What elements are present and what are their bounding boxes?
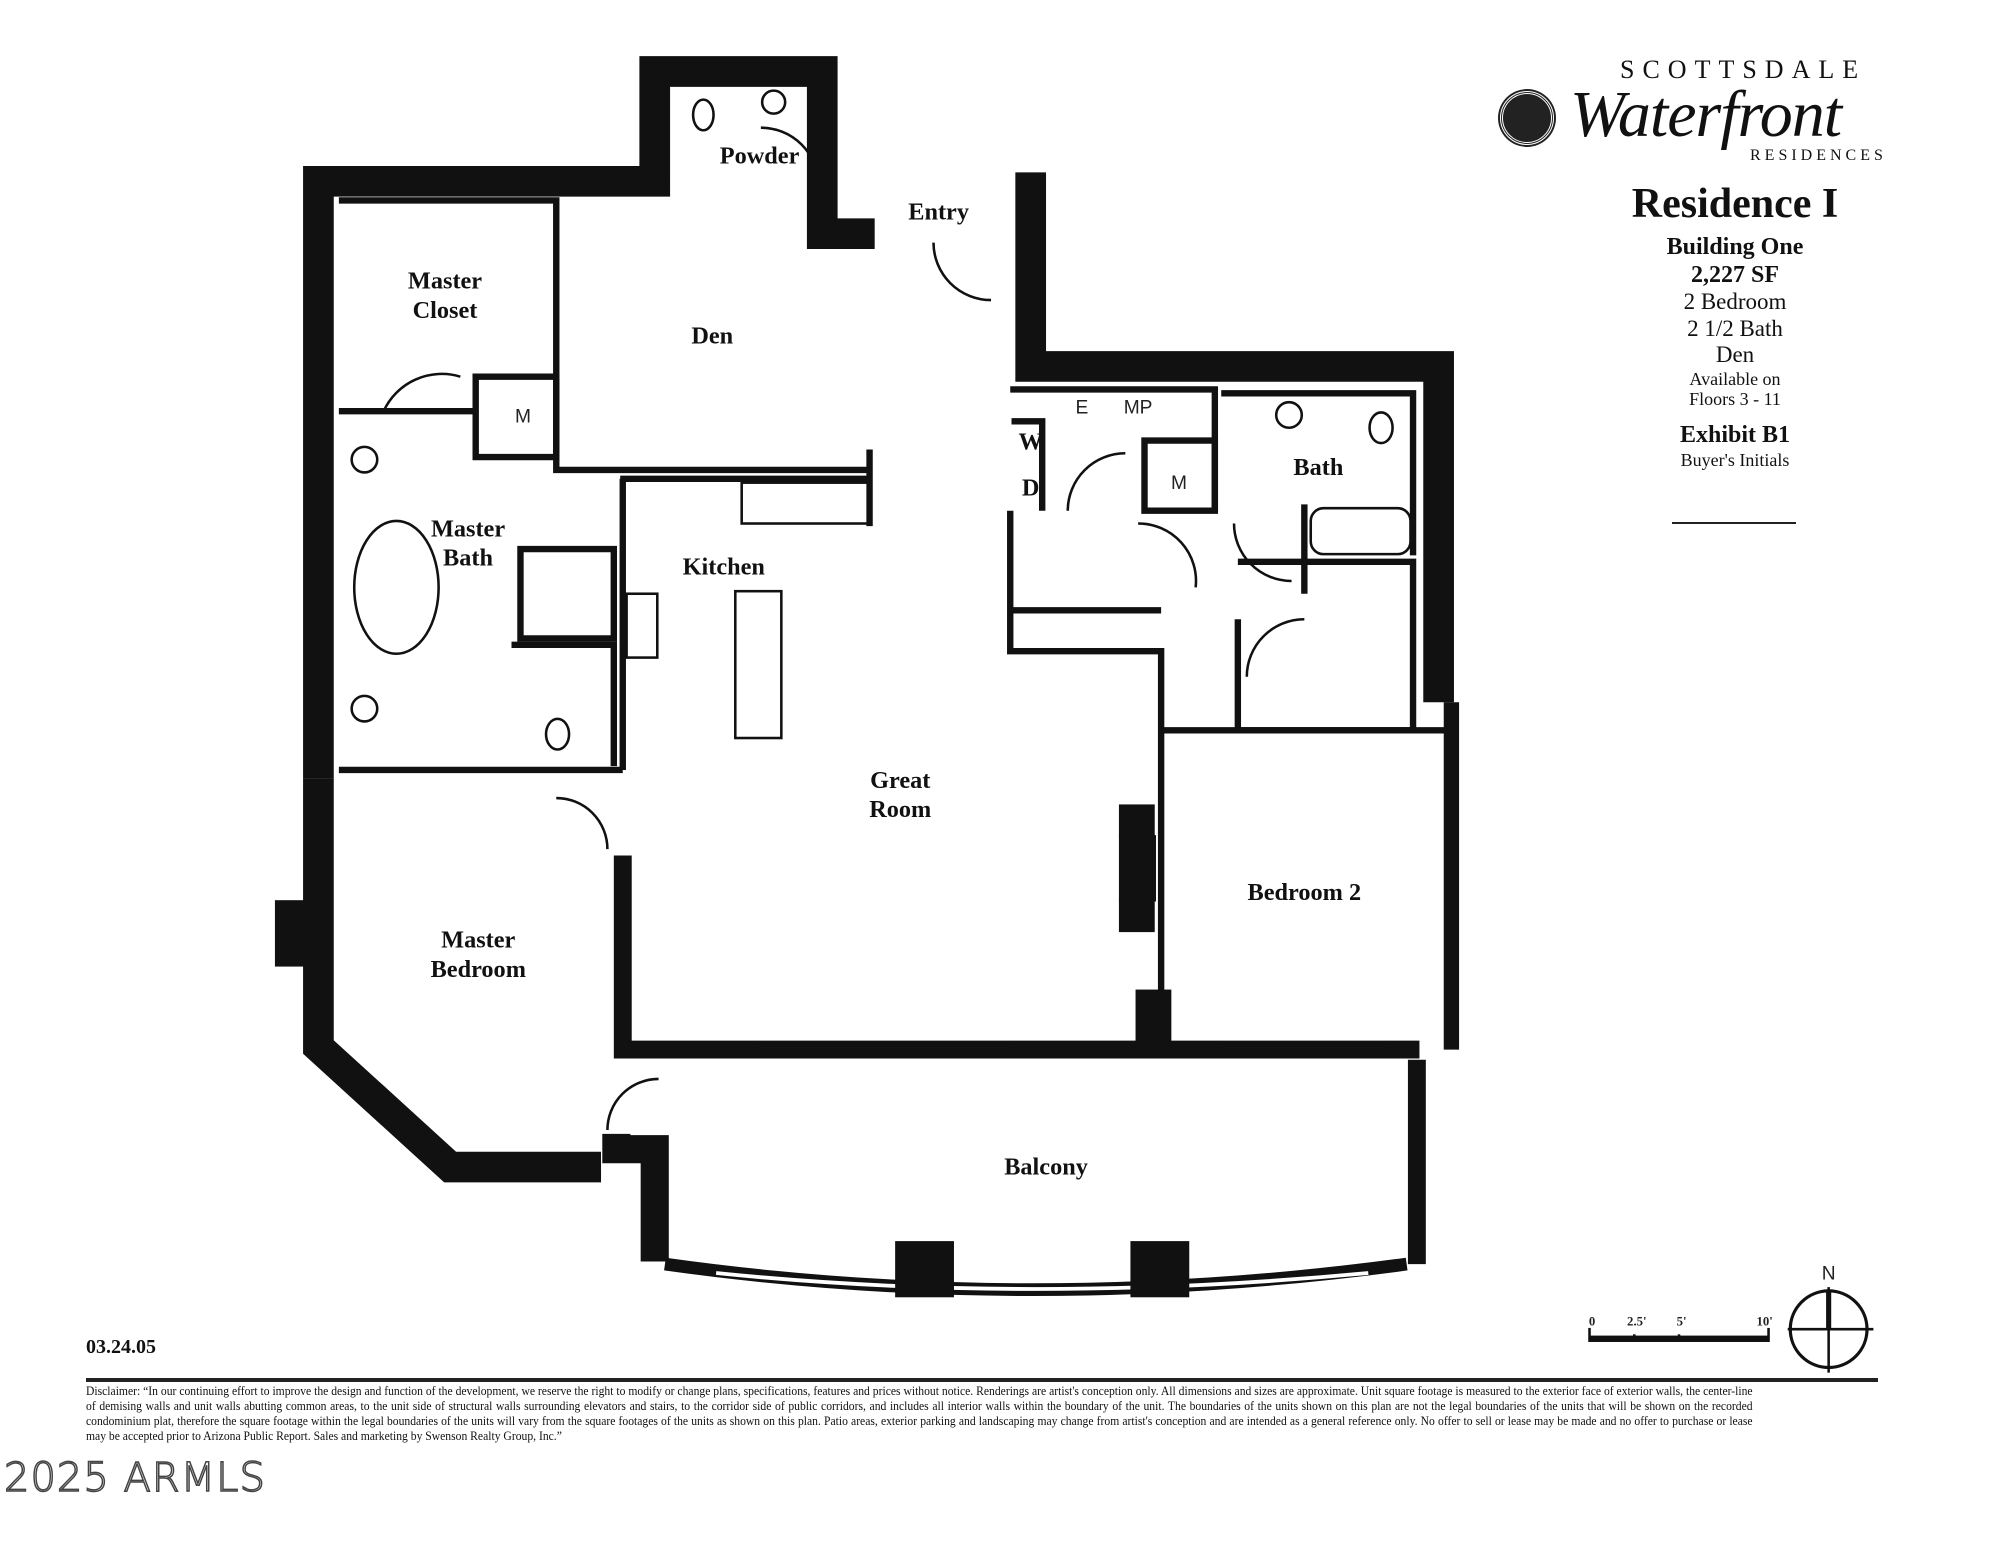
balcony-glass xyxy=(715,1271,1369,1291)
scale-tick: 5' xyxy=(1677,1314,1687,1328)
brand-line-2: Waterfront xyxy=(1570,78,1842,151)
exhibit: Exhibit B1 xyxy=(1679,422,1791,449)
scale-bar: 0 2.5' 5' 10' xyxy=(1588,1314,1773,1342)
column xyxy=(1118,804,1155,933)
door-swing xyxy=(760,126,820,186)
label-entry: Entry xyxy=(908,199,969,226)
buyer-initials-label: Buyer's Initials xyxy=(1680,449,1790,470)
label-kitchen: Kitchen xyxy=(683,554,766,581)
wall-entry xyxy=(1015,172,1454,703)
label-master-bedroom: Master xyxy=(441,926,515,953)
door-swing xyxy=(1066,452,1126,511)
fixtures xyxy=(329,89,1412,1176)
label-balcony: Balcony xyxy=(1004,1154,1088,1181)
label-master-bedroom: Bedroom xyxy=(431,956,526,983)
interior-walls xyxy=(338,197,1452,1048)
label-master-closet: Master xyxy=(408,268,482,295)
counter xyxy=(740,481,871,525)
bedrooms: 2 Bedroom xyxy=(1683,289,1787,315)
residence-title: Residence I xyxy=(1631,181,1839,227)
column xyxy=(895,1241,954,1298)
window xyxy=(492,1163,602,1176)
toilet xyxy=(544,717,571,751)
door-swing xyxy=(1245,618,1305,677)
label-washer: W xyxy=(1019,428,1043,455)
window xyxy=(329,1061,431,1151)
label-master-bath: Bath xyxy=(443,545,493,572)
disclaimer: Disclaimer: “In our continuing effort to… xyxy=(86,1384,1753,1443)
window xyxy=(754,1043,1011,1056)
divider xyxy=(86,1378,1878,1382)
label-bedroom-2: Bedroom 2 xyxy=(1248,879,1362,906)
stove xyxy=(625,592,659,659)
wall-balcony xyxy=(602,1133,669,1262)
door-swing xyxy=(1138,522,1198,588)
sink xyxy=(760,89,787,115)
scale-tick: 2.5' xyxy=(1627,1314,1647,1328)
north-arrow-icon: N xyxy=(1787,1263,1874,1373)
kitchen-island xyxy=(734,589,783,740)
brand-line-1: SCOTTSDALE xyxy=(1620,55,1867,84)
scale-tick: 10' xyxy=(1757,1314,1773,1328)
den: Den xyxy=(1715,342,1755,368)
availability: Available on xyxy=(1689,368,1781,389)
residence-info: Residence I Building One 2,227 SF 2 Bedr… xyxy=(1560,180,1910,470)
door-swing xyxy=(606,1077,659,1131)
label-electrical: E xyxy=(1075,398,1088,419)
exterior-walls xyxy=(274,56,1460,1298)
bathtub xyxy=(352,519,440,656)
label-great-room: Great xyxy=(870,767,930,794)
label-den: Den xyxy=(691,322,733,349)
label-master-bath: Master xyxy=(431,515,505,542)
area: 2,227 SF xyxy=(1690,261,1779,288)
column xyxy=(1135,989,1172,1054)
fireplace xyxy=(1118,835,1157,902)
sink xyxy=(350,694,379,723)
baths: 2 1/2 Bath xyxy=(1687,315,1783,341)
sink xyxy=(350,445,379,474)
door-swing xyxy=(932,242,992,302)
bathtub xyxy=(1309,506,1412,556)
column xyxy=(1130,1241,1190,1298)
label-great-room: Room xyxy=(869,796,931,823)
door-swing xyxy=(382,372,461,412)
toilet xyxy=(1368,411,1394,445)
wall-top-left xyxy=(303,56,875,779)
brand-logo: SCOTTSDALE Waterfront RESIDENCES xyxy=(1490,55,1910,175)
label-master-closet: Closet xyxy=(413,297,478,324)
watermark: 2025 ARMLS xyxy=(3,1454,266,1502)
wall-bump xyxy=(274,900,306,967)
sink xyxy=(1274,400,1304,430)
brand-line-3: RESIDENCES xyxy=(1750,147,1887,164)
buyer-initials-line xyxy=(1672,522,1796,524)
window xyxy=(1221,1043,1388,1056)
label-bath: Bath xyxy=(1293,454,1343,481)
seal-icon xyxy=(1500,91,1554,145)
room-labels: Powder Entry Master Closet Den Master Ba… xyxy=(408,142,1361,1180)
label-mech: M xyxy=(515,407,531,428)
building: Building One xyxy=(1666,234,1804,261)
label-mech: M xyxy=(1171,473,1187,494)
scale-tick: 0 xyxy=(1589,1314,1595,1328)
north-label: N xyxy=(1822,1263,1836,1284)
label-dryer: D xyxy=(1022,474,1040,501)
availability-floors: Floors 3 - 11 xyxy=(1689,389,1781,410)
label-powder: Powder xyxy=(720,142,800,169)
door-swing xyxy=(556,796,609,850)
label-mp: MP xyxy=(1124,398,1153,419)
door-swing xyxy=(1232,523,1292,583)
wall-master-bedroom xyxy=(303,778,602,1183)
toilet xyxy=(691,98,715,132)
plan-date: 03.24.05 xyxy=(86,1336,156,1358)
